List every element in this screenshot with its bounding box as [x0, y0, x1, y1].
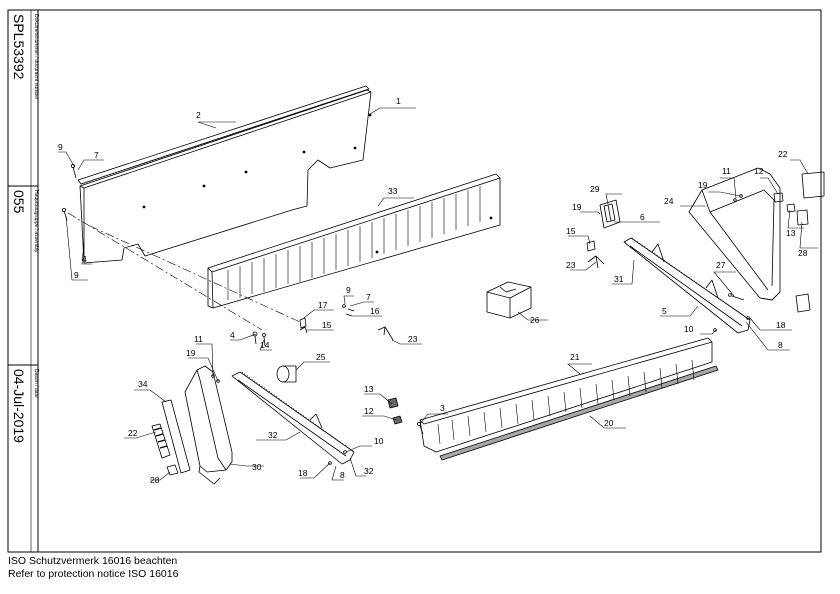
callout-16: 16 — [370, 306, 380, 316]
part-33-front-panel — [207, 173, 501, 309]
callout-28: 28 — [150, 475, 160, 485]
part-22-label-right — [801, 171, 825, 199]
callout-7: 7 — [94, 150, 99, 160]
part-32-side-rail — [231, 371, 355, 465]
callout-11: 11 — [722, 166, 731, 176]
part-34-label-strip — [161, 399, 191, 474]
part-25-bracket — [276, 365, 297, 383]
callout-26: 26 — [530, 315, 540, 325]
part-31-side-rail — [623, 237, 751, 334]
callout-18: 18 — [776, 320, 786, 330]
drawing-frame — [7, 9, 822, 553]
part-22-label-left — [151, 423, 171, 459]
part-21-bottom-panel — [419, 337, 713, 453]
callout-21: 21 — [570, 352, 580, 362]
protection-notice-en: Refer to protection notice ISO 16016 — [8, 568, 179, 580]
callout-9: 9 — [346, 285, 351, 295]
callout-numbers: 1 2 33 9 7 4 9 4 14 17 15 9 7 16 23 29 1… — [58, 96, 808, 485]
protection-notice-de: ISO Schutzvermerk 16016 beachten — [8, 555, 178, 567]
callout-18: 18 — [298, 468, 308, 478]
part-12-label-right — [773, 192, 784, 203]
callout-22: 22 — [128, 428, 138, 438]
part-label-right-bottom — [795, 293, 811, 313]
part-3-screw — [416, 421, 424, 435]
callout-31: 31 — [614, 274, 624, 284]
callout-32: 32 — [268, 430, 278, 440]
date-label: Datum / date — [33, 369, 39, 398]
part-24-triangle-cap — [688, 167, 781, 301]
callout-14: 14 — [260, 340, 270, 350]
callout-25: 25 — [316, 352, 326, 362]
part-26-block — [486, 281, 532, 319]
callout-6: 6 — [640, 212, 645, 222]
part-30-end-cap — [184, 365, 233, 485]
part-28-label-right — [796, 209, 809, 226]
callout-7: 7 — [366, 292, 371, 302]
part-23-hook-middle — [377, 326, 394, 341]
callout-3: 3 — [440, 403, 445, 413]
callout-13: 13 — [364, 384, 374, 394]
callout-4: 4 — [230, 330, 235, 340]
part-2-top-rail — [77, 85, 370, 185]
part-4-14-bolts — [252, 331, 266, 347]
callout-8: 8 — [340, 470, 345, 480]
callout-8: 8 — [778, 340, 783, 350]
part-20-bottom-rail — [439, 365, 719, 461]
callout-5: 5 — [662, 306, 667, 316]
part-13-label-right — [786, 203, 796, 213]
callout-19: 19 — [186, 348, 196, 358]
part-28-label-left — [166, 464, 179, 476]
callout-12: 12 — [364, 406, 374, 416]
part-13-12-clips-center — [387, 397, 403, 425]
callout-33: 33 — [388, 186, 398, 196]
callout-22: 22 — [778, 149, 788, 159]
leader-lines — [58, 107, 818, 481]
part-9-screw-left — [62, 163, 77, 221]
callout-23: 23 — [566, 260, 576, 270]
callout-11: 11 — [194, 334, 203, 344]
part-9-7-16-screws — [342, 304, 355, 317]
callout-12: 12 — [754, 166, 764, 176]
callout-27: 27 — [716, 260, 726, 270]
callout-4: 4 — [82, 254, 87, 264]
part-17-15-clips — [299, 317, 308, 334]
doc-number-label: Dokumentnummer / document number — [33, 14, 39, 100]
part-1-back-panel — [79, 89, 372, 264]
callout-10: 10 — [684, 324, 694, 334]
callout-28: 28 — [798, 248, 808, 258]
callout-17: 17 — [318, 300, 328, 310]
callout-24: 24 — [664, 196, 674, 206]
callout-2: 2 — [196, 110, 201, 120]
date-value: 04-Jul-2019 — [11, 369, 27, 443]
callout-10: 10 — [374, 436, 384, 446]
callout-29: 29 — [590, 184, 600, 194]
callout-9: 9 — [58, 142, 63, 152]
callout-20: 20 — [604, 418, 614, 428]
callout-13: 13 — [786, 228, 796, 238]
part-27-screw — [728, 293, 745, 301]
callout-32: 32 — [364, 466, 374, 476]
callout-15: 15 — [566, 226, 576, 236]
doc-number-value: SPL53392 — [11, 14, 27, 80]
part-15-23-hooks-right — [586, 240, 605, 269]
callout-19: 19 — [572, 202, 582, 212]
callout-19: 19 — [698, 180, 708, 190]
callout-15: 15 — [322, 320, 332, 330]
callout-34: 34 — [138, 379, 148, 389]
part-29-bracket — [599, 199, 621, 229]
callout-30: 30 — [252, 462, 262, 472]
assembly-center-lines — [67, 212, 301, 331]
assembly-value: 055 — [11, 190, 27, 214]
callout-1: 1 — [396, 96, 401, 106]
callout-23: 23 — [408, 334, 418, 344]
assembly-label: Hauptbaugruppe / assembly — [33, 190, 39, 253]
callout-9: 9 — [74, 270, 79, 280]
